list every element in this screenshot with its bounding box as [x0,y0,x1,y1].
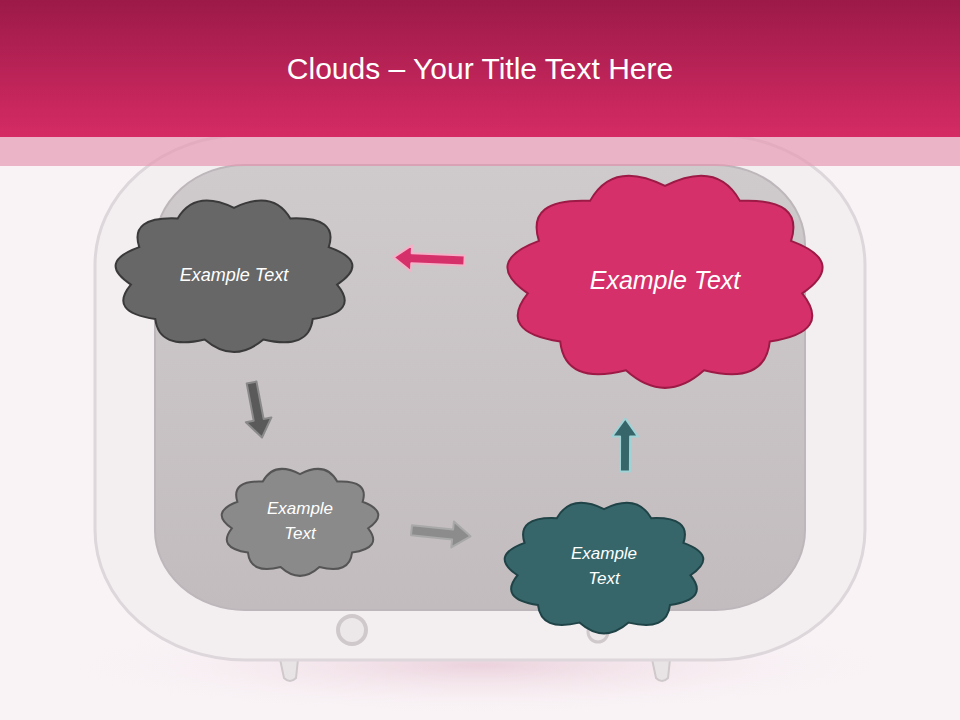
cloud-text-wrap: Example Text [590,262,741,298]
block-arrow [612,419,638,472]
cloud-shape [500,498,708,636]
header-bar [0,0,960,137]
tv-knob [338,616,366,644]
cloud-outline [507,176,822,388]
cloud-outline [505,503,704,634]
cloud-label: Example Text [180,262,288,288]
cloud-outline [116,200,353,352]
cloud-node: Example Text [218,465,382,578]
block-arrow [394,245,465,271]
cloud-label: Example Text [557,542,652,591]
cloud-label: Example Text [253,497,348,546]
cloud-label: Example Text [590,262,741,298]
tv-housing [95,135,865,660]
cloud-text-wrap: Example Text [557,542,652,591]
cloud-node: Example Text [500,498,708,636]
cloud-text-wrap: Example Text [253,497,348,546]
slide-title: Clouds – Your Title Text Here [0,52,960,86]
cloud-outline [222,469,379,576]
block-arrow [411,522,471,548]
cloud-text-wrap: Example Text [180,262,288,288]
cloud-node: Example Text [110,195,358,355]
cloud-shape [218,465,382,578]
block-arrow [246,382,272,438]
header-stripe [0,137,960,166]
cloud-node: Example Text [500,168,830,392]
